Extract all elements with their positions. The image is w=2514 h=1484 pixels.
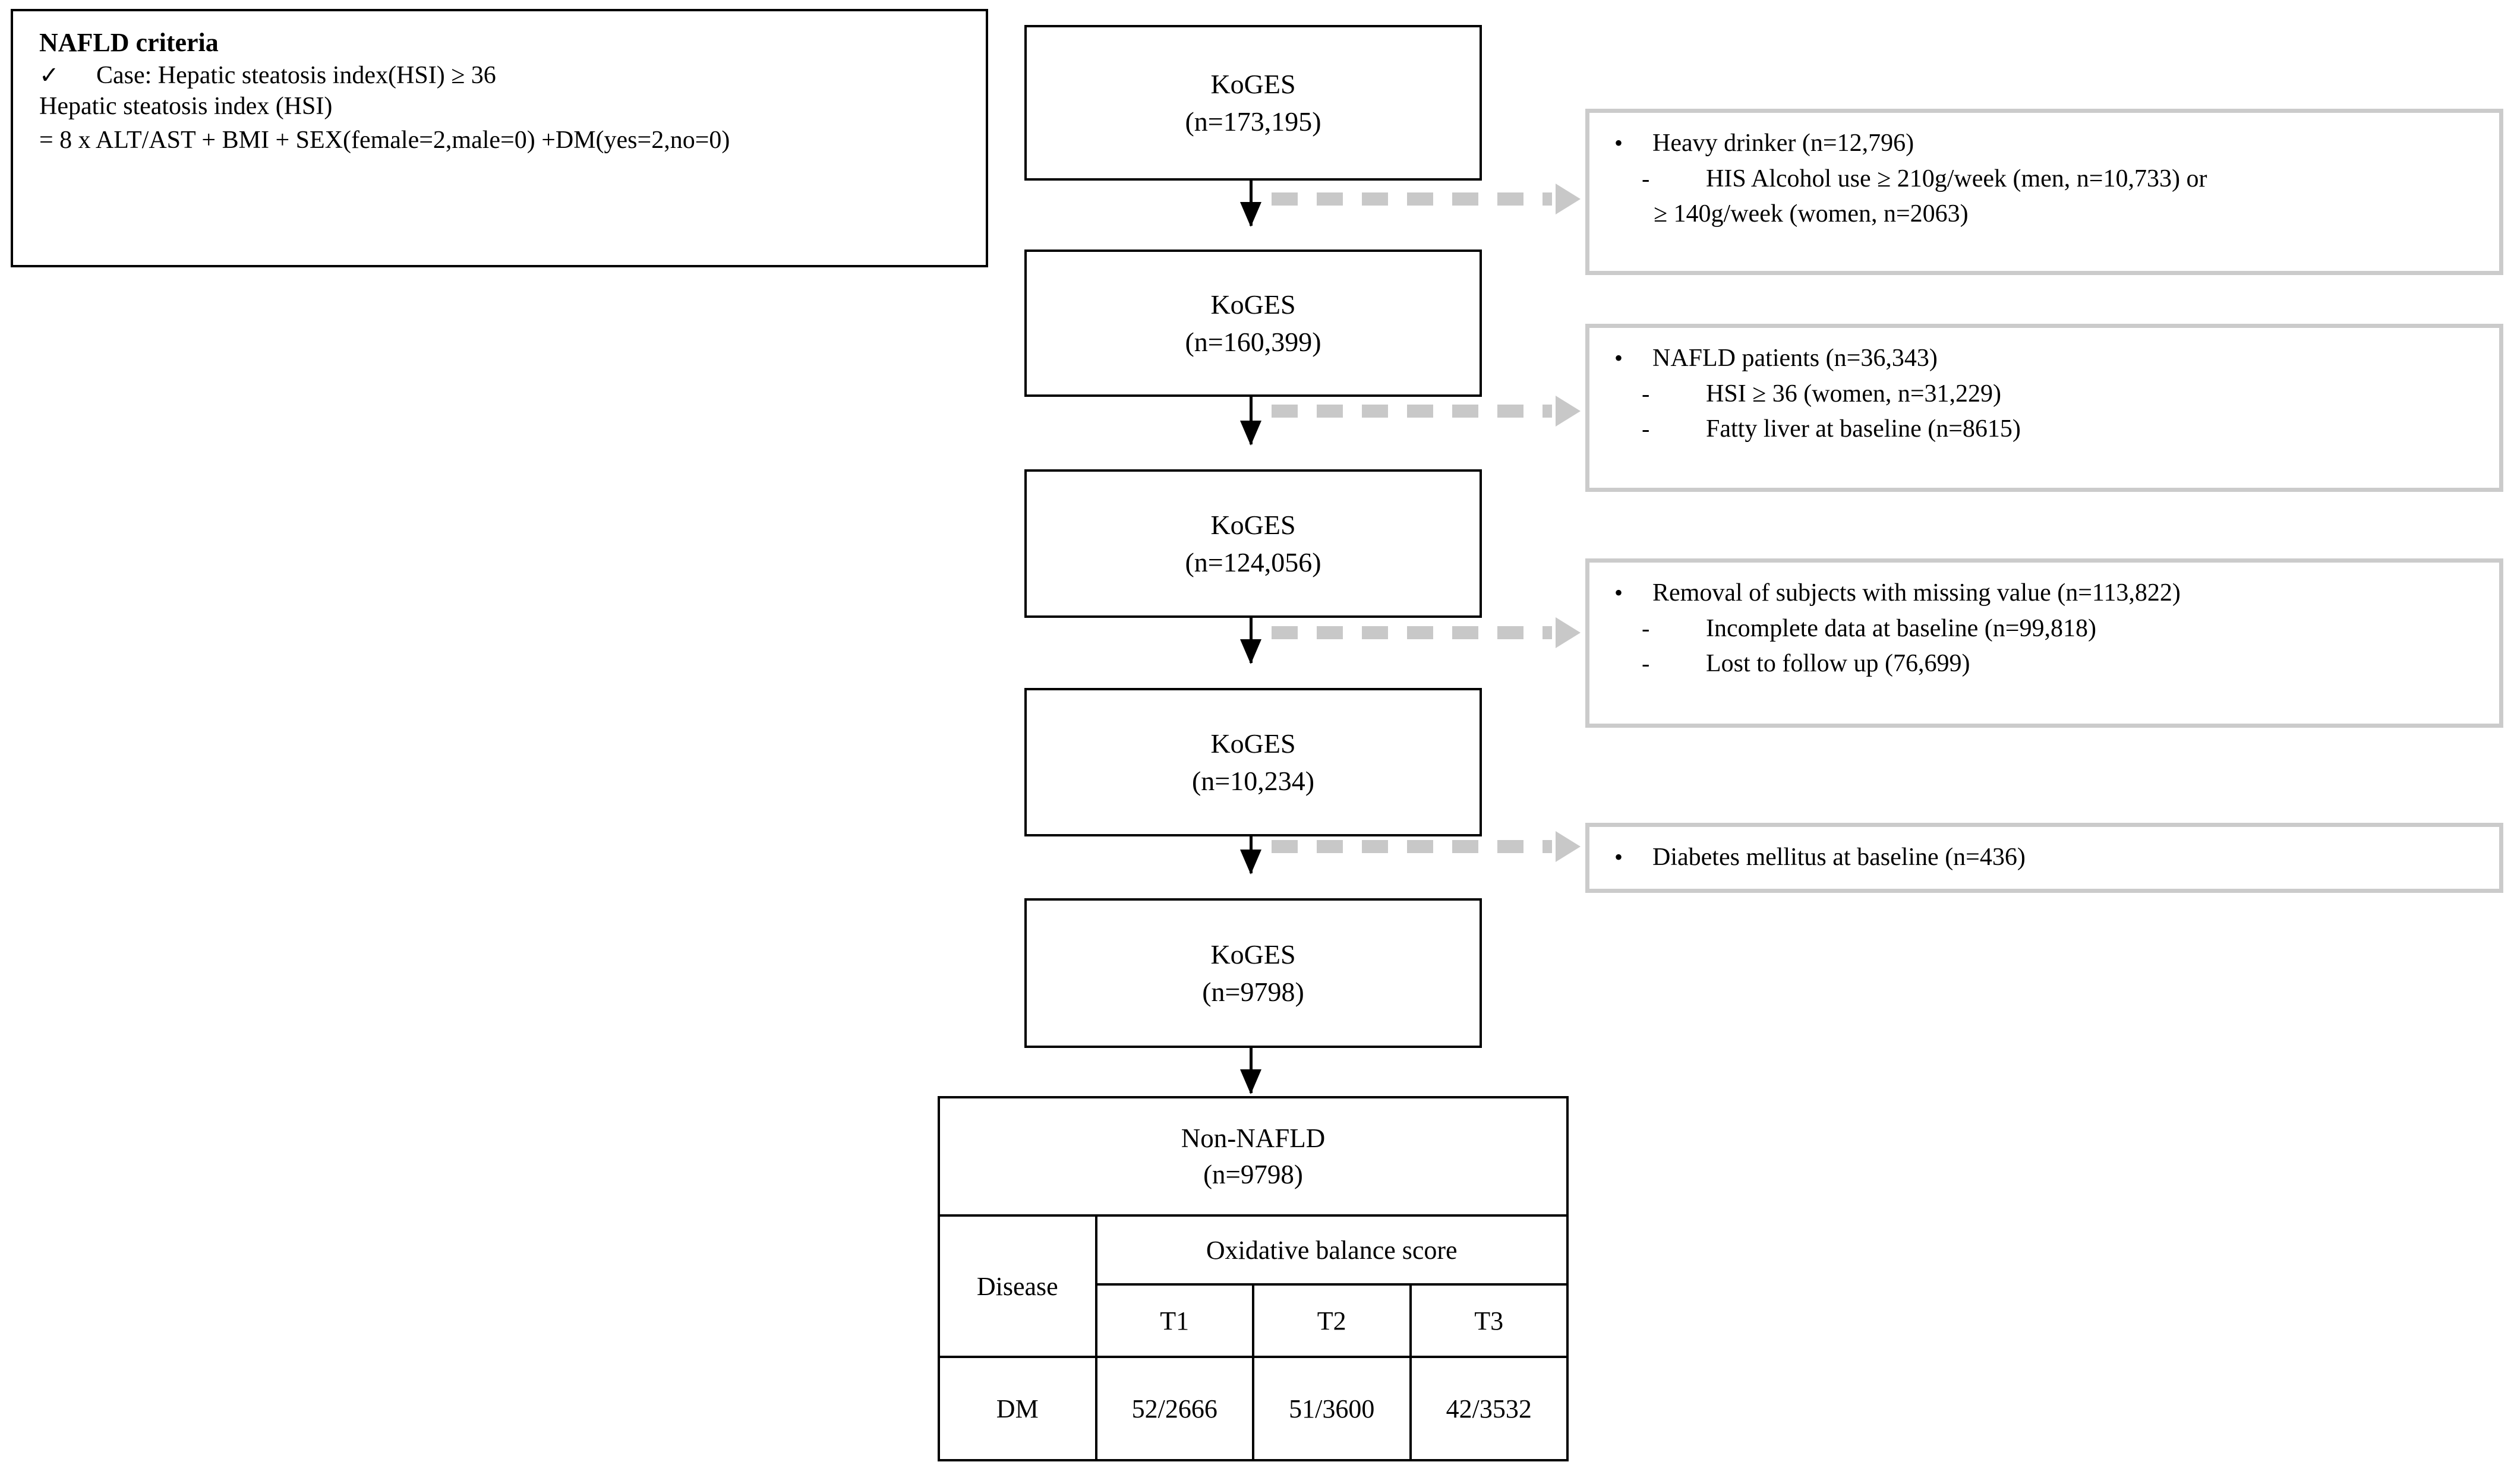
row-value-t1: 52/2666 [1094,1356,1254,1461]
flow-box-koges-1: KoGES (n=173,195) [1024,25,1482,181]
tertile-header-t1: T1 [1094,1283,1254,1358]
exclusion-text: Lost to follow up (76,699) [1706,650,1970,678]
exclusion-box-diabetes-baseline: • Diabetes mellitus at baseline (n=436) [1585,823,2503,893]
row-value-t3: 42/3532 [1409,1356,1569,1461]
exclusion-row: ≥ 140g/week (women, n=2063) [1607,197,2481,232]
dashed-line [1272,405,1552,418]
exclusion-box-heavy-drinker: • Heavy drinker (n=12,796) - HIS Alcohol… [1585,109,2503,275]
exclusion-row: • Removal of subjects with missing value… [1607,576,2481,611]
exclusion-row: • Diabetes mellitus at baseline (n=436) [1607,840,2481,876]
exclusion-arrow-4 [1272,831,1581,862]
exclusion-text: Fatty liver at baseline (n=8615) [1706,415,2021,443]
criteria-hsi-label: Hepatic steatosis index (HSI) [39,92,333,120]
flow-arrow-down-4 [1240,836,1261,874]
criteria-case-row: ✓ Case: Hepatic steatosis index(HSI) ≥ 3… [39,61,968,90]
bullet-icon: • [1614,844,1623,870]
arrow-head-icon [1556,396,1581,427]
exclusion-arrow-1 [1272,184,1581,214]
bullet-icon: • [1614,130,1623,156]
flow-box-count: (n=9798) [1202,977,1304,1007]
table-row-tertile-header: T1 T2 T3 [939,1283,1569,1358]
exclusion-text: Removal of subjects with missing value (… [1652,579,2181,607]
exclusion-arrow-3 [1272,617,1581,648]
bullet-icon: • [1614,579,1623,606]
nafld-criteria-box: NAFLD criteria ✓ Case: Hepatic steatosis… [11,9,988,267]
exclusion-box-missing-value: • Removal of subjects with missing value… [1585,558,2503,728]
exclusion-row: - Lost to follow up (76,699) [1607,646,2481,682]
flow-box-koges-4: KoGES (n=10,234) [1024,688,1482,836]
exclusion-text: HSI ≥ 36 (women, n=31,229) [1706,380,2002,408]
row-value-t2: 51/3600 [1252,1356,1412,1461]
exclusion-arrow-2 [1272,396,1581,427]
flow-box-koges-5: KoGES (n=9798) [1024,898,1482,1048]
tertile-header-t2: T2 [1252,1283,1412,1358]
exclusion-text: Heavy drinker (n=12,796) [1652,130,1914,157]
check-mark-icon: ✓ [39,61,59,89]
table-row-header-main: Non-NAFLD (n=9798) [938,1096,1569,1217]
criteria-case-text: Case: Hepatic steatosis index(HSI) ≥ 36 [96,61,496,89]
exclusion-row: - HIS Alcohol use ≥ 210g/week (men, n=10… [1607,162,2481,197]
arrow-head-icon [1556,831,1581,862]
exclusion-text: HIS Alcohol use ≥ 210g/week (men, n=10,7… [1706,165,2207,192]
arrow-head-icon [1556,617,1581,648]
outcome-header-title: Non-NAFLD [1181,1123,1326,1153]
flow-box-title: KoGES [1210,939,1296,970]
table-row-group-header: Disease Oxidative balance score [938,1214,1569,1358]
outcome-header-count: (n=9798) [1203,1159,1303,1189]
dashed-line [1272,192,1552,206]
flow-arrow-down-3 [1240,618,1261,664]
exclusion-text: NAFLD patients (n=36,343) [1652,345,1938,372]
flow-box-title: KoGES [1210,728,1296,759]
flow-box-count: (n=124,056) [1185,547,1321,577]
exclusion-text: ≥ 140g/week (women, n=2063) [1654,200,1969,228]
outcome-table: Non-NAFLD (n=9798) Disease Oxidative bal… [938,1096,1569,1461]
table-row: DM 52/2666 51/3600 42/3532 [938,1356,1569,1461]
exclusion-row: • NAFLD patients (n=36,343) [1607,341,2481,377]
flow-arrow-down-2 [1240,397,1261,446]
disease-column-header: Disease [938,1214,1097,1358]
flow-box-title: KoGES [1210,509,1296,540]
flow-arrow-down-1 [1240,181,1261,227]
flow-box-count: (n=160,399) [1185,327,1321,357]
bullet-icon: • [1614,345,1623,371]
flow-box-title: KoGES [1210,68,1296,99]
exclusion-text: Incomplete data at baseline (n=99,818) [1706,614,2096,642]
tertile-header-t3: T3 [1409,1283,1569,1358]
flow-arrow-down-5 [1240,1048,1261,1094]
exclusion-box-nafld-patients: • NAFLD patients (n=36,343) - HSI ≥ 36 (… [1585,324,2503,492]
arrow-head-icon [1556,184,1581,214]
flow-box-count: (n=10,234) [1191,766,1315,796]
flow-box-koges-3: KoGES (n=124,056) [1024,469,1482,618]
exclusion-row: - Incomplete data at baseline (n=99,818) [1607,611,2481,647]
row-disease-label: DM [938,1356,1097,1461]
flow-box-count: (n=173,195) [1185,106,1321,137]
dash-bullet-icon: - [1642,614,1650,642]
flow-box-koges-2: KoGES (n=160,399) [1024,250,1482,397]
criteria-hsi-formula: = 8 x ALT/AST + BMI + SEX(female=2,male=… [39,126,730,154]
exclusion-text: Diabetes mellitus at baseline (n=436) [1652,844,2026,871]
score-group-header: Oxidative balance score [1094,1214,1569,1286]
dash-bullet-icon: - [1642,415,1650,443]
dash-bullet-icon: - [1642,380,1650,407]
dash-bullet-icon: - [1642,650,1650,677]
dashed-line [1272,626,1552,639]
dashed-line [1272,840,1552,853]
exclusion-row: - HSI ≥ 36 (women, n=31,229) [1607,377,2481,412]
exclusion-row: - Fatty liver at baseline (n=8615) [1607,412,2481,447]
criteria-title: NAFLD criteria [39,28,219,57]
exclusion-row: • Heavy drinker (n=12,796) [1607,126,2481,162]
outcome-header-cell: Non-NAFLD (n=9798) [938,1096,1569,1217]
dash-bullet-icon: - [1642,165,1650,192]
flow-box-title: KoGES [1210,289,1296,320]
